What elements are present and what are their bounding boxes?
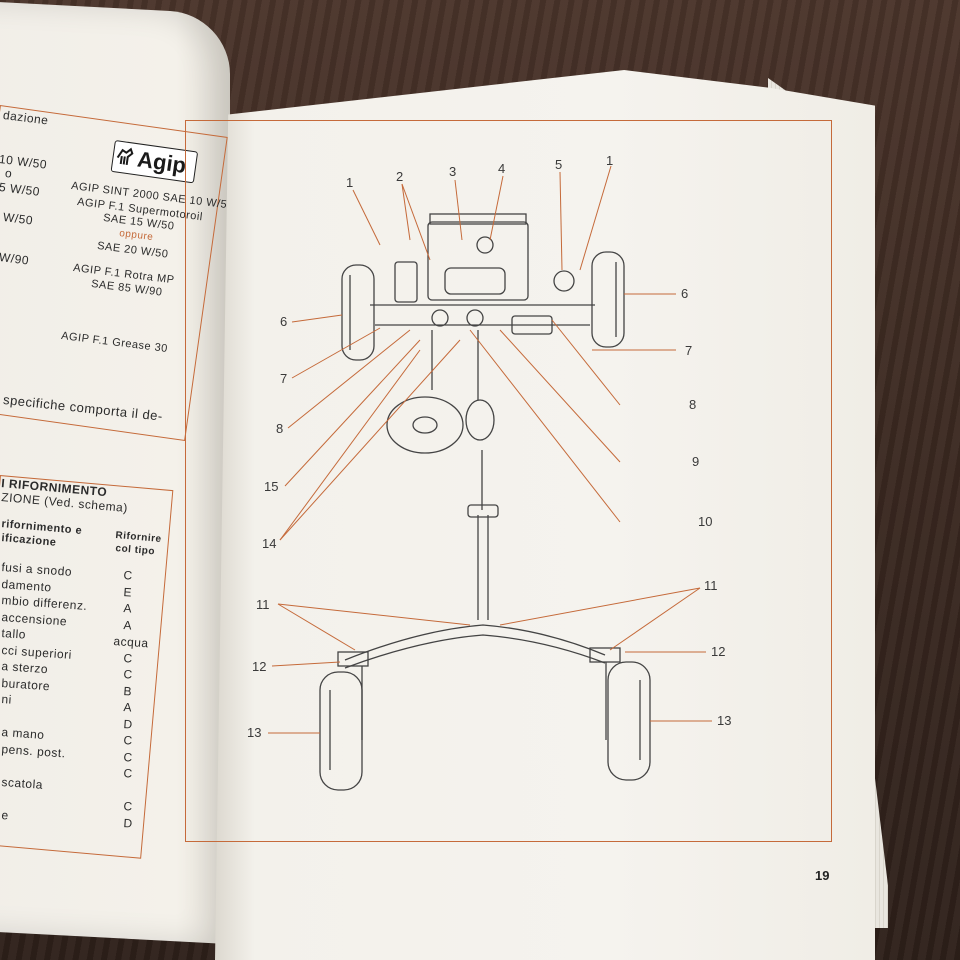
engine-block — [427, 221, 529, 301]
callout-label: 9 — [692, 454, 700, 469]
callout-label: 13 — [717, 713, 732, 728]
callout-label: 6 — [681, 286, 689, 301]
gearbox — [465, 399, 495, 441]
callout-label: 11 — [704, 578, 718, 593]
callout-label: 3 — [449, 164, 457, 179]
rear-axle — [344, 624, 606, 661]
callout-label: 8 — [689, 397, 697, 412]
callout-label: 14 — [262, 536, 277, 551]
agip-logo: Agip — [110, 140, 199, 184]
callout-label: 5 — [555, 157, 563, 172]
callout-label: 2 — [396, 169, 404, 184]
callout-label: 12 — [252, 659, 267, 674]
six-legged-dog-icon — [116, 147, 134, 166]
callout-label: 1 — [606, 153, 614, 168]
front-right-tyre — [591, 251, 625, 348]
callout-label: 6 — [280, 314, 288, 329]
oil-filter — [511, 315, 553, 335]
callout-label: 4 — [498, 161, 506, 176]
steering-wheel — [386, 396, 464, 454]
callout-label: 12 — [711, 644, 726, 659]
callout-label: 1 — [346, 175, 354, 190]
right-manual-page — [215, 70, 875, 960]
callout-label: 10 — [698, 514, 713, 529]
radiator — [429, 213, 527, 225]
brake-reservoir — [553, 270, 575, 292]
callout-label: 7 — [685, 343, 693, 358]
callout-label: 7 — [280, 371, 288, 386]
battery — [394, 261, 418, 303]
callout-label: 8 — [276, 421, 284, 436]
callout-label: 15 — [264, 479, 279, 494]
rear-left-tyre — [319, 671, 363, 791]
cylinder-head — [444, 267, 506, 295]
diagram-frame — [185, 120, 832, 842]
callout-leader-lines — [268, 165, 712, 734]
callout-label: 13 — [247, 725, 262, 740]
front-left-tyre — [341, 264, 375, 361]
callout-label: 11 — [256, 597, 270, 612]
page-number: 19 — [815, 868, 830, 883]
rear-right-tyre — [607, 661, 651, 781]
distributor — [476, 236, 494, 254]
